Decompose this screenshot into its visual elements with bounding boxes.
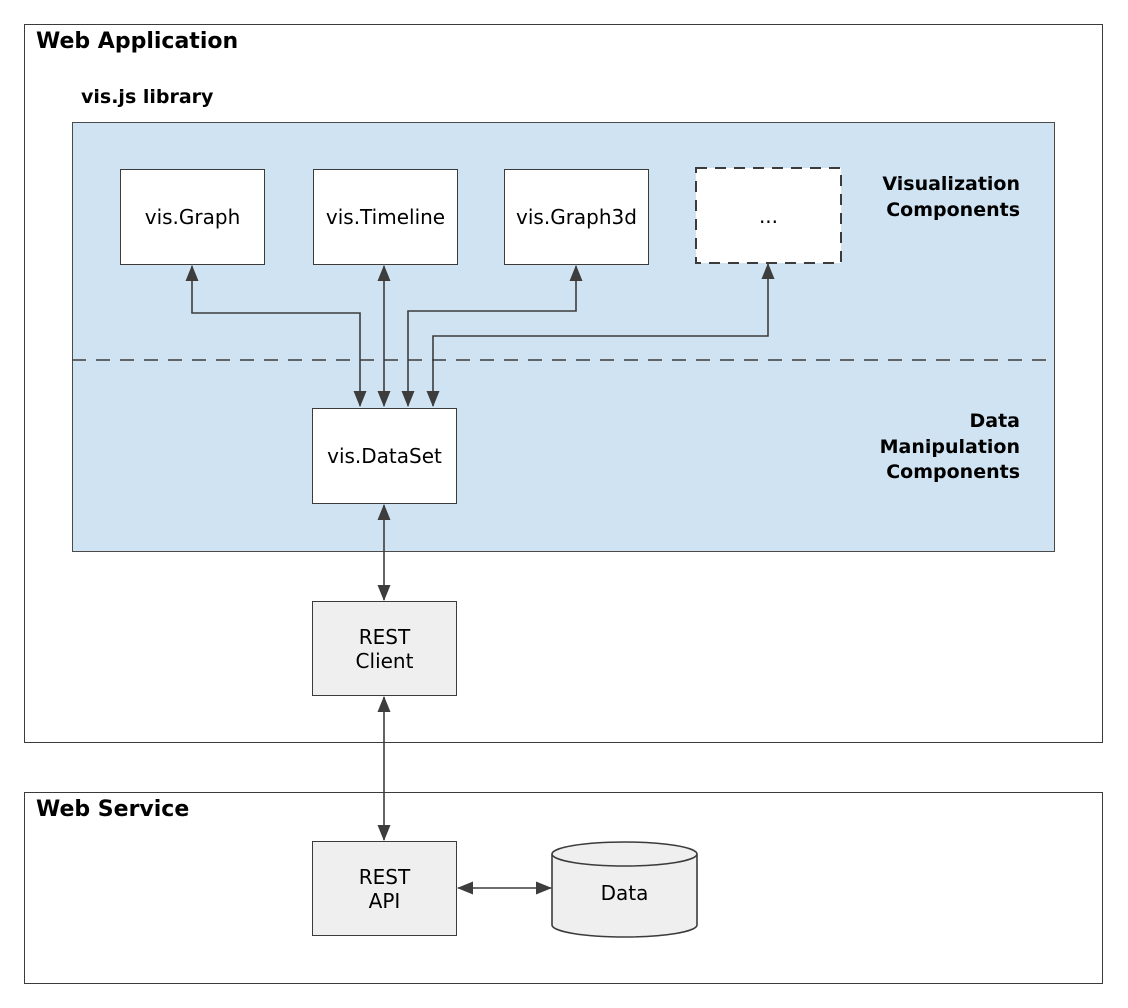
connector-graph-dataset (185, 265, 367, 407)
node-vis-graph3d: vis.Graph3d (504, 169, 649, 265)
database-cylinder-icon (551, 841, 698, 938)
web-application-container (24, 24, 1103, 743)
node-vis-graph: vis.Graph (120, 169, 265, 265)
node-vis-dataset-label: vis.DataSet (327, 444, 442, 468)
node-ellipsis: ... (696, 168, 841, 263)
node-vis-graph3d-label: vis.Graph3d (516, 205, 637, 229)
data-manipulation-components-label: Data Manipulation Components (879, 410, 1020, 483)
node-data-store: Data (552, 854, 697, 932)
node-data-store-label: Data (600, 881, 649, 905)
node-vis-dataset: vis.DataSet (312, 408, 457, 504)
web-service-title: Web Service (36, 797, 190, 822)
web-service-container (24, 792, 1103, 984)
node-rest-client-label: REST Client (355, 624, 414, 673)
node-vis-timeline-label: vis.Timeline (325, 205, 446, 229)
node-ellipsis-label: ... (758, 203, 779, 228)
node-rest-api-label: REST API (358, 864, 411, 913)
node-vis-timeline: vis.Timeline (313, 169, 458, 265)
connector-ellipsis-dataset (426, 263, 775, 407)
node-rest-api: REST API (312, 841, 457, 936)
node-vis-graph-label: vis.Graph (144, 205, 241, 229)
visjs-library-title: vis.js library (81, 86, 214, 108)
visualization-components-label: Visualization Components (882, 173, 1020, 221)
node-rest-client: REST Client (312, 601, 457, 696)
web-application-title: Web Application (36, 29, 239, 54)
